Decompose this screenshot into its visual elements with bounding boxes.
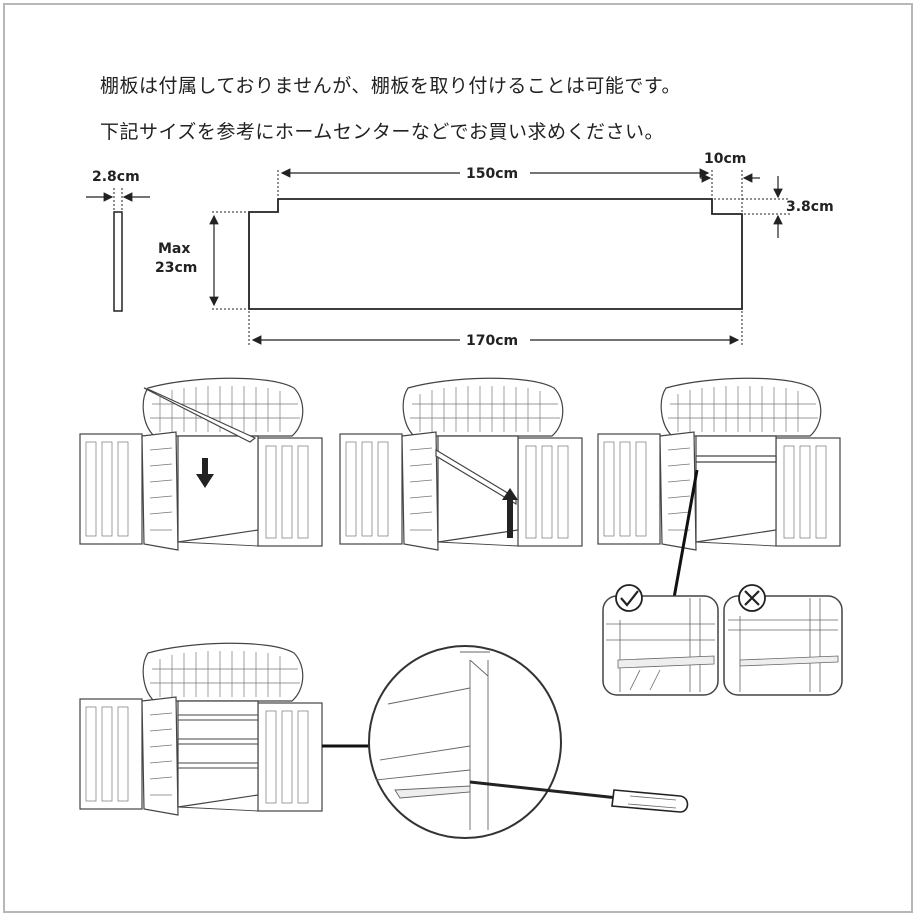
step-2-box <box>339 377 583 551</box>
callout-pointer <box>672 469 699 599</box>
shelf-top-view <box>248 198 743 310</box>
notch-width-label: 10cm <box>704 151 746 167</box>
total-length-label: 170cm <box>466 333 518 349</box>
screwdriver-icon <box>469 780 689 813</box>
instruction-line-1: 棚板は付属しておりませんが、棚板を取り付けることは可能です。 <box>100 75 682 97</box>
incorrect-detail <box>723 584 843 696</box>
notch-height-label: 3.8cm <box>786 199 834 215</box>
shelf-board <box>143 387 257 443</box>
step-1-box <box>79 377 323 551</box>
step-4-box <box>79 642 323 816</box>
inner-length-label: 150cm <box>466 166 518 182</box>
thickness-label: 2.8cm <box>92 169 140 185</box>
depth-max-label: Max <box>158 241 190 257</box>
image-frame <box>3 3 913 913</box>
shelf-board <box>695 455 777 463</box>
cross-circle-icon <box>738 584 766 612</box>
correct-detail <box>602 584 719 696</box>
arrow-up-icon <box>502 488 518 538</box>
depth-value-label: 23cm <box>155 260 197 276</box>
zoom-detail <box>368 645 562 839</box>
shelf-side-view <box>113 211 123 312</box>
arrow-down-icon <box>196 458 214 488</box>
shelf-dimension-drawing <box>86 168 790 345</box>
check-circle-icon <box>615 584 643 612</box>
shelf-board <box>435 448 517 506</box>
step-3-box <box>597 377 841 551</box>
instruction-line-2: 下記サイズを参考にホームセンターなどでお買い求めください。 <box>100 121 664 143</box>
